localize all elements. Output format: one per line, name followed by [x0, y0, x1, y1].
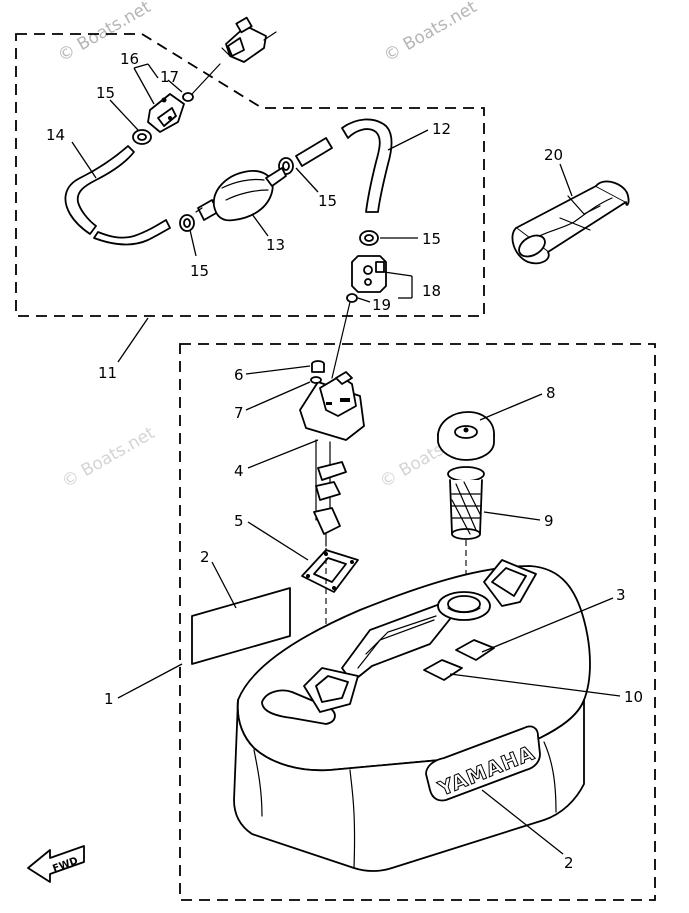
hose-assembly-group-frame	[15, 33, 485, 317]
callout-12: 12	[432, 120, 451, 138]
forward-direction-arrow: FWD	[27, 845, 85, 883]
primer-pump-13	[195, 167, 287, 222]
watermark: © Boats.net	[59, 423, 159, 492]
callout-10: 10	[624, 688, 643, 706]
o-ring-19	[346, 293, 358, 303]
hose-clip-15d	[359, 230, 379, 246]
callout-18: 18	[422, 282, 441, 300]
hose-clip-15a	[132, 129, 152, 145]
fuel-gauge-assembly-4	[299, 301, 365, 547]
fuel-tank-group-frame	[179, 343, 656, 901]
fuel-hose-12	[295, 118, 393, 213]
callout-15: 15	[318, 192, 337, 210]
hose-clip-15c	[179, 214, 195, 232]
callout-15: 15	[190, 262, 209, 280]
callout-16: 16	[120, 50, 139, 68]
fuel-connector-part	[221, 16, 277, 63]
callout-6: 6	[234, 366, 244, 384]
fuel-hose-14	[64, 145, 171, 246]
fuel-tank-1: YAMAHA	[233, 559, 591, 872]
callout-15: 15	[422, 230, 441, 248]
fuel-cap-8	[437, 411, 495, 461]
callout-5: 5	[234, 512, 244, 530]
gasket-5	[301, 549, 359, 593]
decal-2-loose	[191, 587, 291, 665]
washer-7	[310, 376, 322, 384]
callout-leaders	[71, 63, 621, 855]
tank-sleeve-20	[511, 180, 630, 265]
callout-13: 13	[266, 236, 285, 254]
callout-2: 2	[564, 854, 574, 872]
callout-3: 3	[616, 586, 626, 604]
callout-15: 15	[96, 84, 115, 102]
fuel-strainer-9	[447, 466, 485, 540]
bolt-6	[311, 360, 325, 373]
callout-20: 20	[544, 146, 563, 164]
callout-19: 19	[372, 296, 391, 314]
callout-14: 14	[46, 126, 65, 144]
callout-2: 2	[200, 548, 210, 566]
callout-8: 8	[546, 384, 556, 402]
watermark: © Boats.net	[55, 0, 155, 66]
callout-1: 1	[104, 690, 114, 708]
callout-9: 9	[544, 512, 554, 530]
callout-17: 17	[160, 68, 179, 86]
callout-11: 11	[98, 364, 117, 382]
joint-16	[147, 93, 185, 133]
joint-18	[351, 255, 387, 293]
callout-7: 7	[234, 404, 244, 422]
watermark: © Boats.net	[381, 0, 481, 66]
o-ring-17	[182, 92, 194, 102]
callout-4: 4	[234, 462, 244, 480]
